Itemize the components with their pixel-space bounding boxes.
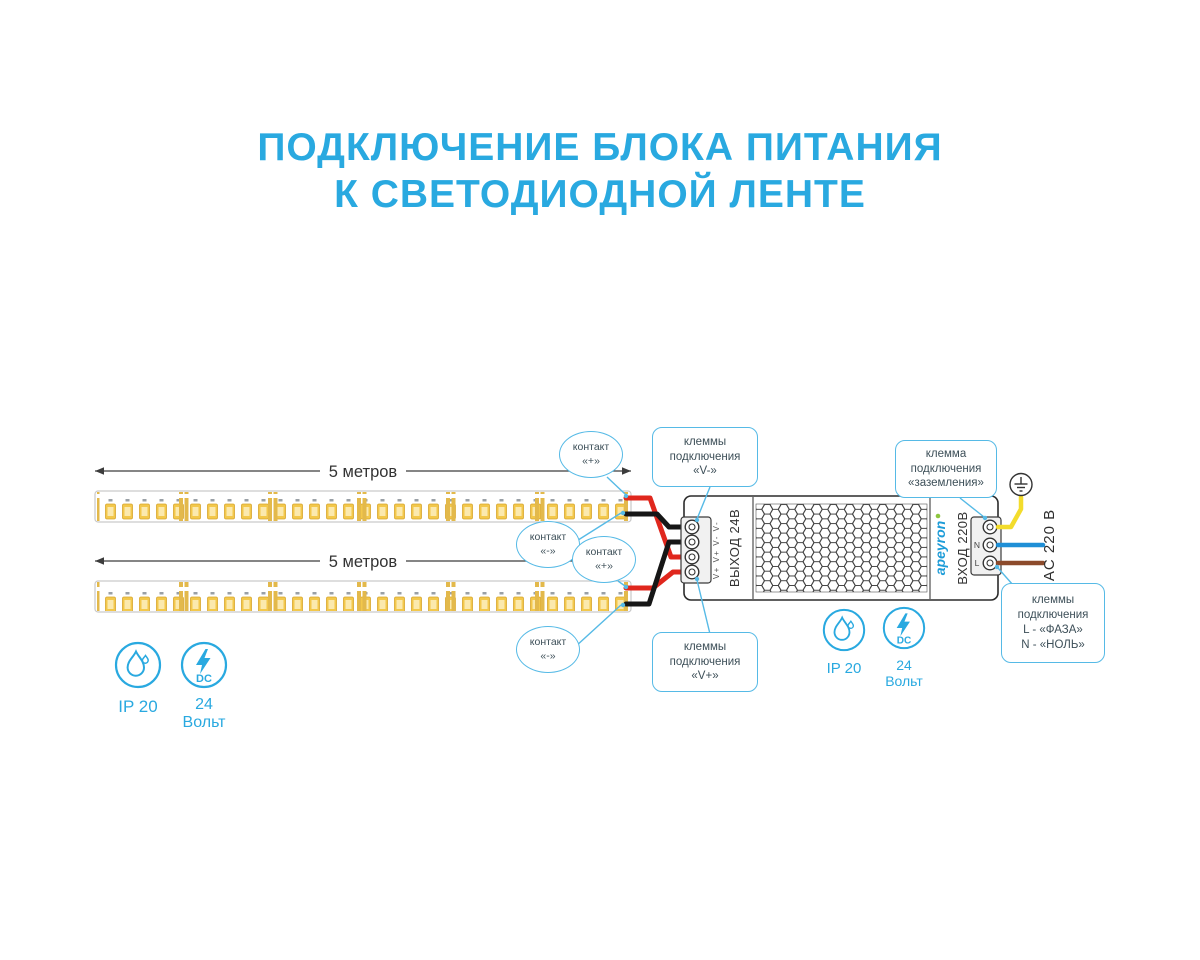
voltage-unit-label: Вольт: [182, 714, 226, 731]
dc-lightning-icon: DC: [180, 641, 228, 689]
water-drop-icon: [114, 641, 162, 689]
callout-line: контакт: [572, 441, 610, 454]
callout-line: «V-»: [693, 465, 717, 478]
badge-24v-left: DC 24 Вольт: [168, 641, 240, 732]
ac-voltage-label: AC 220 В: [1041, 509, 1058, 581]
ac-wires: [995, 494, 1046, 566]
power-supply-unit: V+ V+ V- V- ВЫХОД 24В apeyron ВХОД 220В …: [680, 495, 1002, 601]
callout-contact-minus-strip2: контакт «-»: [516, 626, 580, 673]
callout-contact-minus-strip1: контакт «-»: [516, 521, 580, 568]
callout-line: клеммы: [1031, 594, 1075, 607]
callout-line: N - «НОЛЬ»: [1021, 638, 1085, 651]
psu-terminal-l-mark: L: [975, 558, 980, 568]
callout-contact-plus-strip2: контакт «+»: [572, 536, 636, 583]
dc-label: DC: [897, 636, 912, 647]
callout-line: «+»: [582, 454, 600, 467]
voltage-label: 24: [896, 657, 912, 673]
callout-terminal-ground: клемма подключения «заземления»: [895, 440, 997, 498]
badge-ip20-left: IP 20: [102, 641, 174, 717]
strip1-length-label: 5 метров: [329, 463, 398, 481]
page-title-line1: ПОДКЛЮЧЕНИЕ БЛОКА ПИТАНИЯ: [257, 126, 943, 169]
callout-line: подключения: [910, 462, 982, 475]
psu-brand-logo: apeyron: [932, 513, 948, 575]
brand-green-dot: [935, 513, 941, 519]
earth-ground-icon: [1009, 472, 1033, 497]
callout-terminals-phase-neutral: клеммы подключения L - «ФАЗА» N - «НОЛЬ»: [1001, 583, 1105, 663]
voltage-label: 24: [195, 696, 213, 713]
led-strip-2: [94, 580, 632, 613]
strip2-length-label: 5 метров: [329, 553, 398, 571]
psu-input-label: ВХОД 220В: [955, 511, 970, 584]
brand-wordmark: apeyron: [932, 521, 948, 575]
dimension-strip-1: 5 метров: [95, 463, 631, 481]
psu-output-label: ВЫХОД 24В: [727, 509, 742, 587]
callout-line: контакт: [585, 546, 623, 559]
callout-terminals-v-minus: клеммы подключения «V-»: [652, 427, 758, 487]
callout-line: подключения: [669, 450, 741, 463]
callout-line: «-»: [540, 649, 556, 662]
dimension-strip-2: 5 метров: [95, 553, 631, 571]
psu-output-terminals: V+ V+ V- V-: [680, 516, 721, 584]
callout-line: «V+»: [691, 670, 719, 683]
callout-line: контакт: [529, 636, 567, 649]
ip-rating-label: IP 20: [118, 697, 158, 716]
callout-line: L - «ФАЗА»: [1023, 624, 1083, 636]
callout-contact-plus-strip1: контакт «+»: [559, 431, 623, 478]
dc-lightning-icon: DC: [882, 606, 926, 650]
callout-line: подключения: [1017, 609, 1089, 622]
callout-line: «+»: [595, 559, 613, 572]
water-drop-icon: [822, 608, 866, 652]
callout-line: «-»: [540, 544, 556, 557]
callout-line: клеммы: [683, 640, 727, 653]
dc-label: DC: [196, 673, 212, 685]
callout-leader-lines: [574, 476, 1014, 648]
wire-yellow-ground: [995, 494, 1024, 530]
page-title: ПОДКЛЮЧЕНИЕ БЛОКА ПИТАНИЯ К СВЕТОДИОДНОЙ…: [0, 124, 1200, 218]
callout-line: подключения: [669, 655, 741, 668]
psu-vent-grille: [755, 503, 928, 593]
callout-line: клеммы: [683, 435, 727, 448]
page-title-line2: К СВЕТОДИОДНОЙ ЛЕНТЕ: [334, 173, 866, 216]
voltage-unit-label: Вольт: [885, 673, 923, 689]
psu-terminal-n-mark: N: [974, 540, 980, 550]
callout-line: «заземления»: [908, 477, 984, 490]
ip-rating-label: IP 20: [826, 660, 862, 677]
psu-output-terminal-marks: V+ V+ V- V-: [712, 521, 721, 579]
callout-terminals-v-plus: клеммы подключения «V+»: [652, 632, 758, 692]
callout-line: клемма: [925, 447, 967, 460]
badge-24v-right: DC 24 Вольт: [872, 606, 936, 689]
led-strip-1: [94, 490, 632, 523]
badge-ip20-right: IP 20: [812, 608, 876, 677]
callout-line: контакт: [529, 531, 567, 544]
